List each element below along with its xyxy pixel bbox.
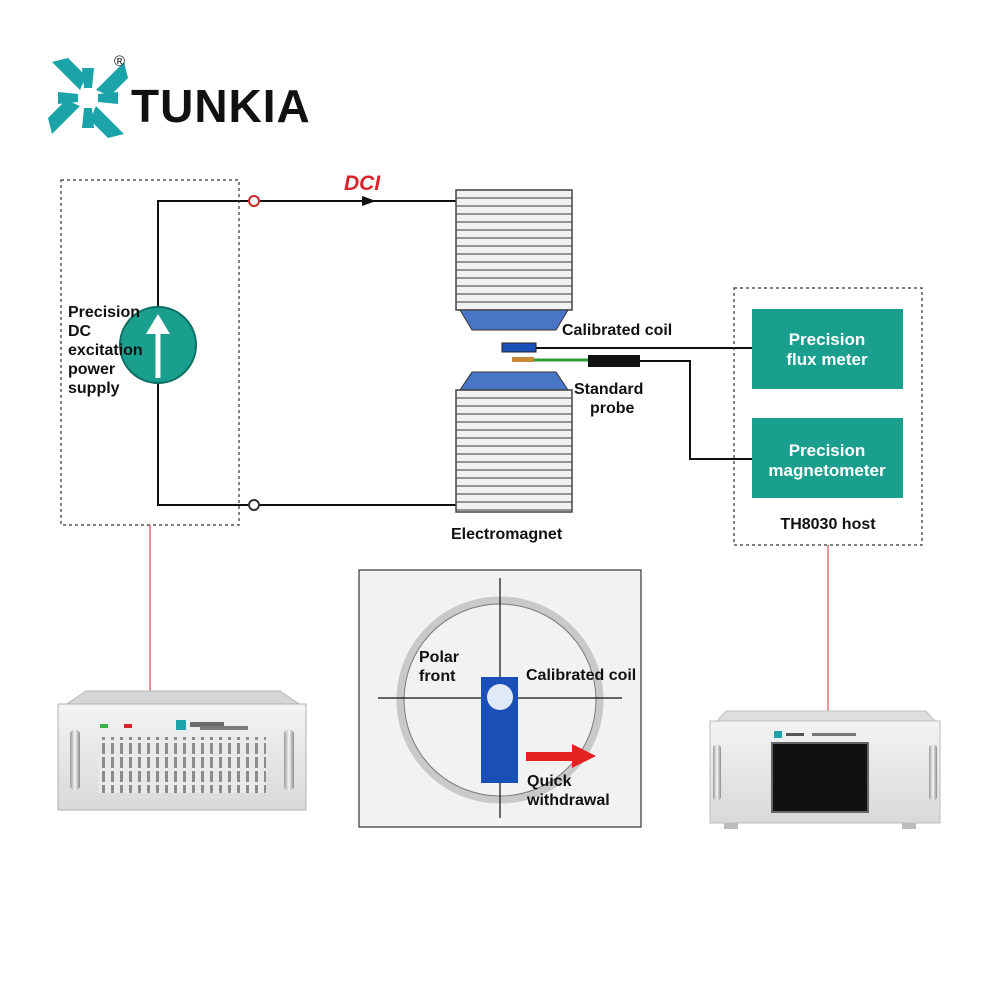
magnetometer-label-line: Precision: [789, 441, 866, 460]
power-supply-label-line: DC: [68, 323, 92, 340]
current-label: DCI: [344, 172, 381, 195]
detail-view: Polar front Calibrated coil Quick withdr…: [358, 569, 642, 828]
electromagnet-label: Electromagnet: [451, 526, 563, 543]
flux-meter-label-line: Precision: [789, 330, 866, 349]
power-supply-label-line: excitation: [68, 342, 143, 359]
circuit-wires: [157, 200, 456, 506]
power-supply-label-line: Precision: [68, 304, 140, 321]
polar-front-label-line: Polar: [419, 649, 459, 666]
upper-pole-piece: [459, 309, 569, 331]
standard-probe-label-line: probe: [590, 400, 635, 417]
registered-mark: ®: [114, 53, 125, 70]
brand-name: TUNKIA: [131, 80, 311, 132]
magnetometer-box: Precision magnetometer: [752, 418, 903, 498]
host-device-image: [709, 710, 941, 829]
power-supply-device-image: [57, 690, 307, 811]
withdrawal-label-line: withdrawal: [526, 792, 610, 809]
magnetometer-label-line: magnetometer: [768, 461, 886, 480]
host-device-screen: [771, 742, 869, 813]
terminal-bottom: [248, 499, 260, 511]
calibrated-coil: [501, 342, 537, 353]
power-supply-label-line: supply: [68, 380, 120, 397]
host-caption: TH8030 host: [780, 516, 876, 533]
power-supply-label-line: power: [68, 361, 115, 378]
standard-probe-cable: [640, 360, 752, 460]
calibrated-coil-label: Calibrated coil: [562, 322, 672, 339]
current-direction-arrow-icon: [362, 196, 376, 206]
lower-pole-piece: [459, 371, 569, 391]
current-source-icon: [119, 306, 197, 384]
tunkia-logo-mark-icon: [48, 58, 128, 138]
quick-withdrawal-arrow-icon: [526, 744, 596, 768]
terminal-top: [248, 195, 260, 207]
detail-coil-label: Calibrated coil: [526, 667, 636, 684]
standard-probe-handle: [588, 355, 640, 367]
standard-probe-label-line: Standard: [574, 381, 643, 398]
polar-front-label-line: front: [419, 668, 456, 685]
standard-probe-tip: [512, 357, 534, 362]
flux-meter-box: Precision flux meter: [752, 309, 903, 389]
detail-calibrated-coil: [487, 684, 513, 710]
withdrawal-label-line: Quick: [527, 773, 572, 790]
flux-meter-label-line: flux meter: [786, 350, 868, 369]
electromagnet-lower-coil: [455, 371, 573, 513]
tunkia-logo: TUNKIA ®: [48, 53, 311, 138]
power-supply-label: Precision DC excitation power supply: [68, 304, 143, 397]
electromagnet-upper-coil: [455, 189, 573, 331]
